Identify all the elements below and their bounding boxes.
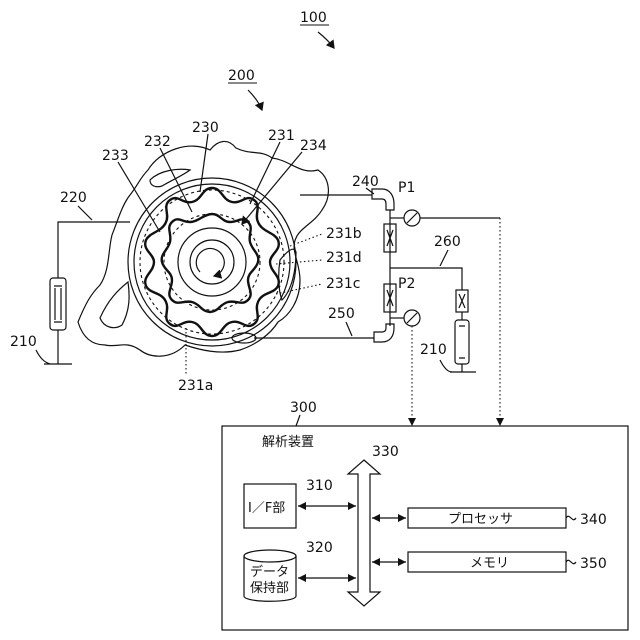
storage-arrow-left xyxy=(298,574,306,582)
shaft-ring xyxy=(178,228,246,296)
memory-label: メモリ xyxy=(470,556,509,571)
processor-label: プロセッサ xyxy=(448,512,513,527)
label-p2: P2 xyxy=(398,276,415,292)
device-title: 解析装置 xyxy=(262,435,314,450)
leader-220 xyxy=(78,206,92,220)
label-231d: 231d xyxy=(326,250,362,266)
label-250: 250 xyxy=(328,306,355,322)
label-260: 260 xyxy=(434,234,461,250)
label-320: 320 xyxy=(306,540,333,556)
mount-line-220 xyxy=(58,222,130,278)
elbow-250 xyxy=(374,324,394,342)
label-220: 220 xyxy=(60,190,87,206)
filter-right-x xyxy=(459,294,465,308)
housing-slot-right xyxy=(279,249,296,300)
label-350: 350 xyxy=(580,556,607,572)
leader-231d xyxy=(276,260,322,264)
arrow-100 xyxy=(318,32,334,48)
storage-arrow-right xyxy=(348,574,356,582)
processor-arrow-right xyxy=(398,514,406,522)
bus-330 xyxy=(348,460,380,606)
leader-210-right xyxy=(440,360,452,372)
label-234: 234 xyxy=(300,138,327,154)
leader-232 xyxy=(160,148,192,212)
label-330: 330 xyxy=(372,444,399,460)
label-240: 240 xyxy=(352,174,379,190)
label-200: 200 xyxy=(228,68,255,84)
leader-250 xyxy=(346,322,352,336)
leader-230 xyxy=(200,134,208,192)
p2-needle xyxy=(407,313,417,323)
squiggle-350 xyxy=(566,560,576,563)
rotor-ring-2 xyxy=(134,184,290,340)
label-230: 230 xyxy=(192,120,219,136)
leader-210-left xyxy=(36,350,50,364)
label-231c: 231c xyxy=(326,276,360,292)
label-233: 233 xyxy=(102,148,129,164)
processor-arrow-left xyxy=(372,514,380,522)
label-231b: 231b xyxy=(326,226,362,242)
label-232: 232 xyxy=(144,134,171,150)
housing-hole xyxy=(232,333,256,343)
p2-signal-arrow xyxy=(408,418,416,426)
p1-signal-arrow xyxy=(496,418,504,426)
leader-231 xyxy=(250,142,280,204)
label-231a: 231a xyxy=(178,378,213,394)
label-231: 231 xyxy=(268,128,295,144)
leader-260 xyxy=(440,250,448,266)
housing-slot-left xyxy=(100,282,129,328)
pump-housing xyxy=(78,141,328,356)
sensor-left-detail xyxy=(54,286,62,322)
storage-top xyxy=(244,550,296,562)
label-300: 300 xyxy=(290,400,317,416)
p1-needle xyxy=(407,213,417,223)
label-210-right: 210 xyxy=(420,342,447,358)
if-arrow-left xyxy=(298,502,306,510)
housing-slot-top xyxy=(150,169,190,186)
storage-label-2: 保持部 xyxy=(250,581,289,596)
memory-arrow-left xyxy=(372,558,380,566)
if-arrow-right xyxy=(348,502,356,510)
elbow-240 xyxy=(372,189,394,210)
label-210-left: 210 xyxy=(10,334,37,350)
arrow-200 xyxy=(248,90,262,110)
sensor-right-detail xyxy=(459,326,465,358)
label-340: 340 xyxy=(580,512,607,528)
leader-300 xyxy=(296,415,300,426)
inner-rotor-gear xyxy=(162,214,259,312)
storage-label-1: データ xyxy=(250,564,289,580)
label-p1: P1 xyxy=(398,180,415,196)
label-310: 310 xyxy=(306,478,333,494)
squiggle-340 xyxy=(566,516,576,519)
rotation-arrow xyxy=(196,249,224,276)
sensor-left-foot xyxy=(44,330,72,364)
label-100: 100 xyxy=(300,10,327,26)
memory-arrow-right xyxy=(398,558,406,566)
if-label: I／F部 xyxy=(248,501,285,516)
sensor-right-foot xyxy=(450,364,476,372)
